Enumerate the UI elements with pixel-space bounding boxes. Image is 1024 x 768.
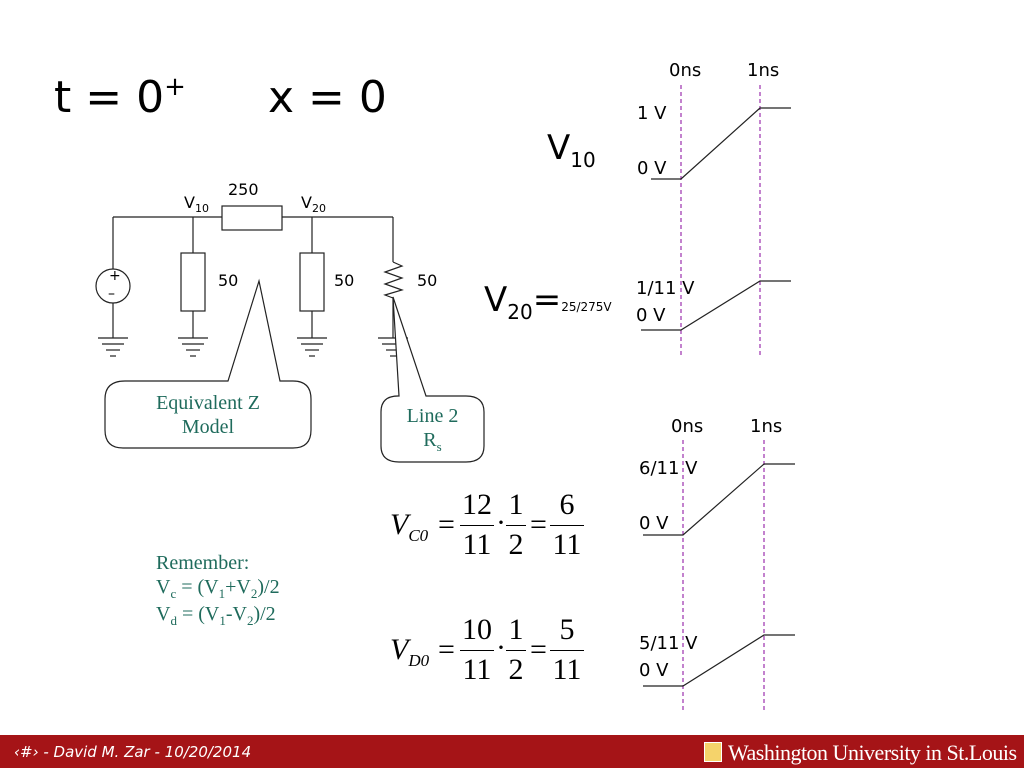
waveform-vc0 [643, 463, 795, 536]
waveforms [641, 107, 795, 687]
w1-high-label: 1 V [637, 103, 667, 124]
resistor-50-b [299, 252, 325, 312]
callout-equivalent-z-text: Equivalent Z Model [156, 392, 260, 438]
w2-low-label: 0 V [636, 305, 666, 326]
waveform-v20 [641, 280, 791, 331]
resistor-50-a-label: 50 [218, 271, 239, 290]
resistor-50-a [180, 252, 206, 312]
w3-high-label: 6/11 V [639, 458, 698, 479]
resistor-zigzag [383, 261, 404, 299]
title-time: t = 0+ [54, 72, 186, 123]
callout-equivalent-z [104, 278, 312, 449]
equation-vd0: VD0 = 10 11 · 1 2 = 5 11 [390, 613, 590, 693]
source-plus: + [109, 268, 121, 284]
callout-line2 [380, 296, 485, 463]
resistor-50-b-label: 50 [334, 271, 355, 290]
diagram-canvas [95, 85, 795, 712]
v10-label: V10 [547, 128, 596, 172]
w4-high-label: 5/11 V [639, 633, 698, 654]
node-v10-label: V10 [184, 193, 209, 216]
equation-vc0: VC0 = 12 11 · 1 2 = 6 11 [390, 488, 590, 568]
waveform-v10 [651, 107, 791, 180]
resistor-50-c-label: 50 [417, 271, 438, 290]
resistor-250-label: 250 [228, 180, 259, 199]
time-label-1ns-bottom: 1ns [750, 416, 783, 437]
time-label-0ns-bottom: 0ns [671, 416, 704, 437]
time-label-1ns-top: 1ns [747, 60, 780, 81]
source-minus: – [108, 286, 115, 302]
waveform-vd0 [643, 634, 795, 687]
title-position: x = 0 [268, 72, 387, 123]
time-markers [680, 85, 765, 712]
remember-note: Remember: Vc = (V1+V2)/2 Vd = (V1-V2)/2 [156, 552, 280, 628]
circuit-wires [112, 216, 394, 338]
w3-low-label: 0 V [639, 513, 669, 534]
w4-low-label: 0 V [639, 660, 669, 681]
w2-high-label: 1/11 V [636, 278, 695, 299]
w1-low-label: 0 V [637, 158, 667, 179]
v20-label: V20=25/275V [484, 280, 612, 324]
voltage-source [95, 268, 131, 304]
node-v20-label: V20 [301, 193, 326, 216]
callout-line2-text: Line 2 Rs [406, 405, 459, 454]
ground-symbols [98, 337, 408, 357]
time-label-0ns-top: 0ns [669, 60, 702, 81]
footer-bar [0, 735, 1024, 768]
footer-text: ‹#› - David M. Zar - 10/20/2014 [14, 743, 252, 761]
university-logo: Washington University in St.Louis [704, 740, 1017, 766]
resistor-250 [221, 205, 283, 231]
crest-icon [704, 742, 722, 762]
